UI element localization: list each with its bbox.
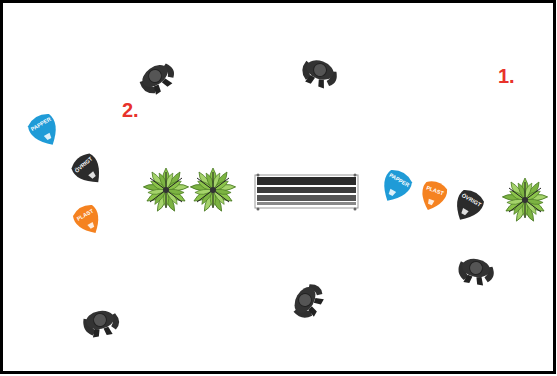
bench: [255, 174, 358, 211]
room-outline: [2, 2, 555, 373]
callout-number: 1.: [498, 66, 515, 86]
callout-number: 2.: [122, 100, 139, 120]
